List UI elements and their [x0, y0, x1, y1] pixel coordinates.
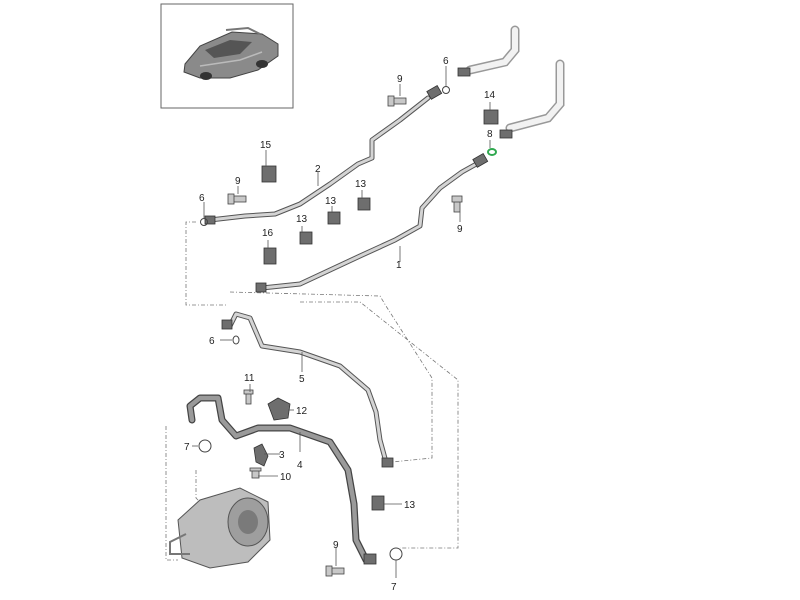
- clip-13-b: [327, 211, 341, 225]
- callout-15: 15: [260, 140, 272, 151]
- upper-connection-pipes: [457, 25, 565, 139]
- refrigerant-hose-5: [221, 311, 394, 468]
- vehicle-thumbnail: [160, 3, 294, 109]
- callout-7-bottom: 7: [391, 582, 397, 593]
- leader-lines: [192, 66, 491, 578]
- bolt-9-right: [451, 195, 463, 213]
- o-ring-6-mid: [232, 335, 240, 345]
- clip-13-d: [371, 495, 385, 511]
- ac-compressor: [169, 487, 271, 569]
- callout-9-left: 9: [235, 176, 241, 187]
- part-15: [261, 165, 277, 183]
- callout-12: 12: [296, 406, 308, 417]
- callout-6-top: 6: [443, 56, 449, 67]
- callout-7-left: 7: [184, 442, 190, 453]
- bolt-10: [249, 467, 262, 479]
- bracket-3: [253, 443, 269, 467]
- callout-14: 14: [484, 90, 496, 101]
- clip-13-a: [357, 197, 371, 211]
- callout-labels: 1 2 3 4 5 6 6 6 7 7 8 9 9 9 9 10 11 12 1…: [184, 56, 496, 593]
- bracket-12: [267, 397, 291, 421]
- small-parts: [198, 86, 499, 577]
- callout-13-b: 13: [325, 196, 337, 207]
- refrigerant-line-1: [255, 152, 489, 293]
- callout-9-bottom: 9: [333, 540, 339, 551]
- callout-9-top: 9: [397, 74, 403, 85]
- callout-13-c: 13: [296, 214, 308, 225]
- bolt-9-top: [387, 95, 407, 107]
- o-ring-6-top: [442, 86, 450, 94]
- callout-16: 16: [262, 228, 274, 239]
- car-convertible-icon: [183, 26, 279, 80]
- o-ring-7-right: [389, 547, 403, 561]
- refrigerant-hose-4: [186, 394, 377, 565]
- bolt-11: [243, 389, 254, 405]
- o-ring-7-left: [198, 439, 212, 453]
- callout-11: 11: [244, 373, 255, 384]
- assembly-guide-lines: [165, 221, 459, 561]
- refrigerant-line-2: [204, 84, 443, 225]
- callout-4: 4: [297, 460, 303, 471]
- callout-6-mid: 6: [209, 336, 215, 347]
- clip-13-c: [299, 231, 313, 245]
- part-14: [483, 109, 499, 125]
- o-ring-6-left: [200, 218, 208, 226]
- callout-8: 8: [487, 129, 493, 140]
- callout-1: 1: [396, 260, 402, 271]
- callout-13-a: 13: [355, 179, 367, 190]
- part-16: [263, 247, 277, 265]
- callout-6-left: 6: [199, 193, 205, 204]
- callout-5: 5: [299, 374, 305, 385]
- bolt-9-bottom: [325, 565, 345, 577]
- callout-2: 2: [315, 164, 321, 175]
- bolt-9-left: [227, 193, 247, 205]
- callout-10: 10: [280, 472, 292, 483]
- callout-3: 3: [279, 450, 285, 461]
- callout-9-right: 9: [457, 224, 463, 235]
- callout-13-d: 13: [404, 500, 416, 511]
- o-ring-8: [487, 148, 497, 156]
